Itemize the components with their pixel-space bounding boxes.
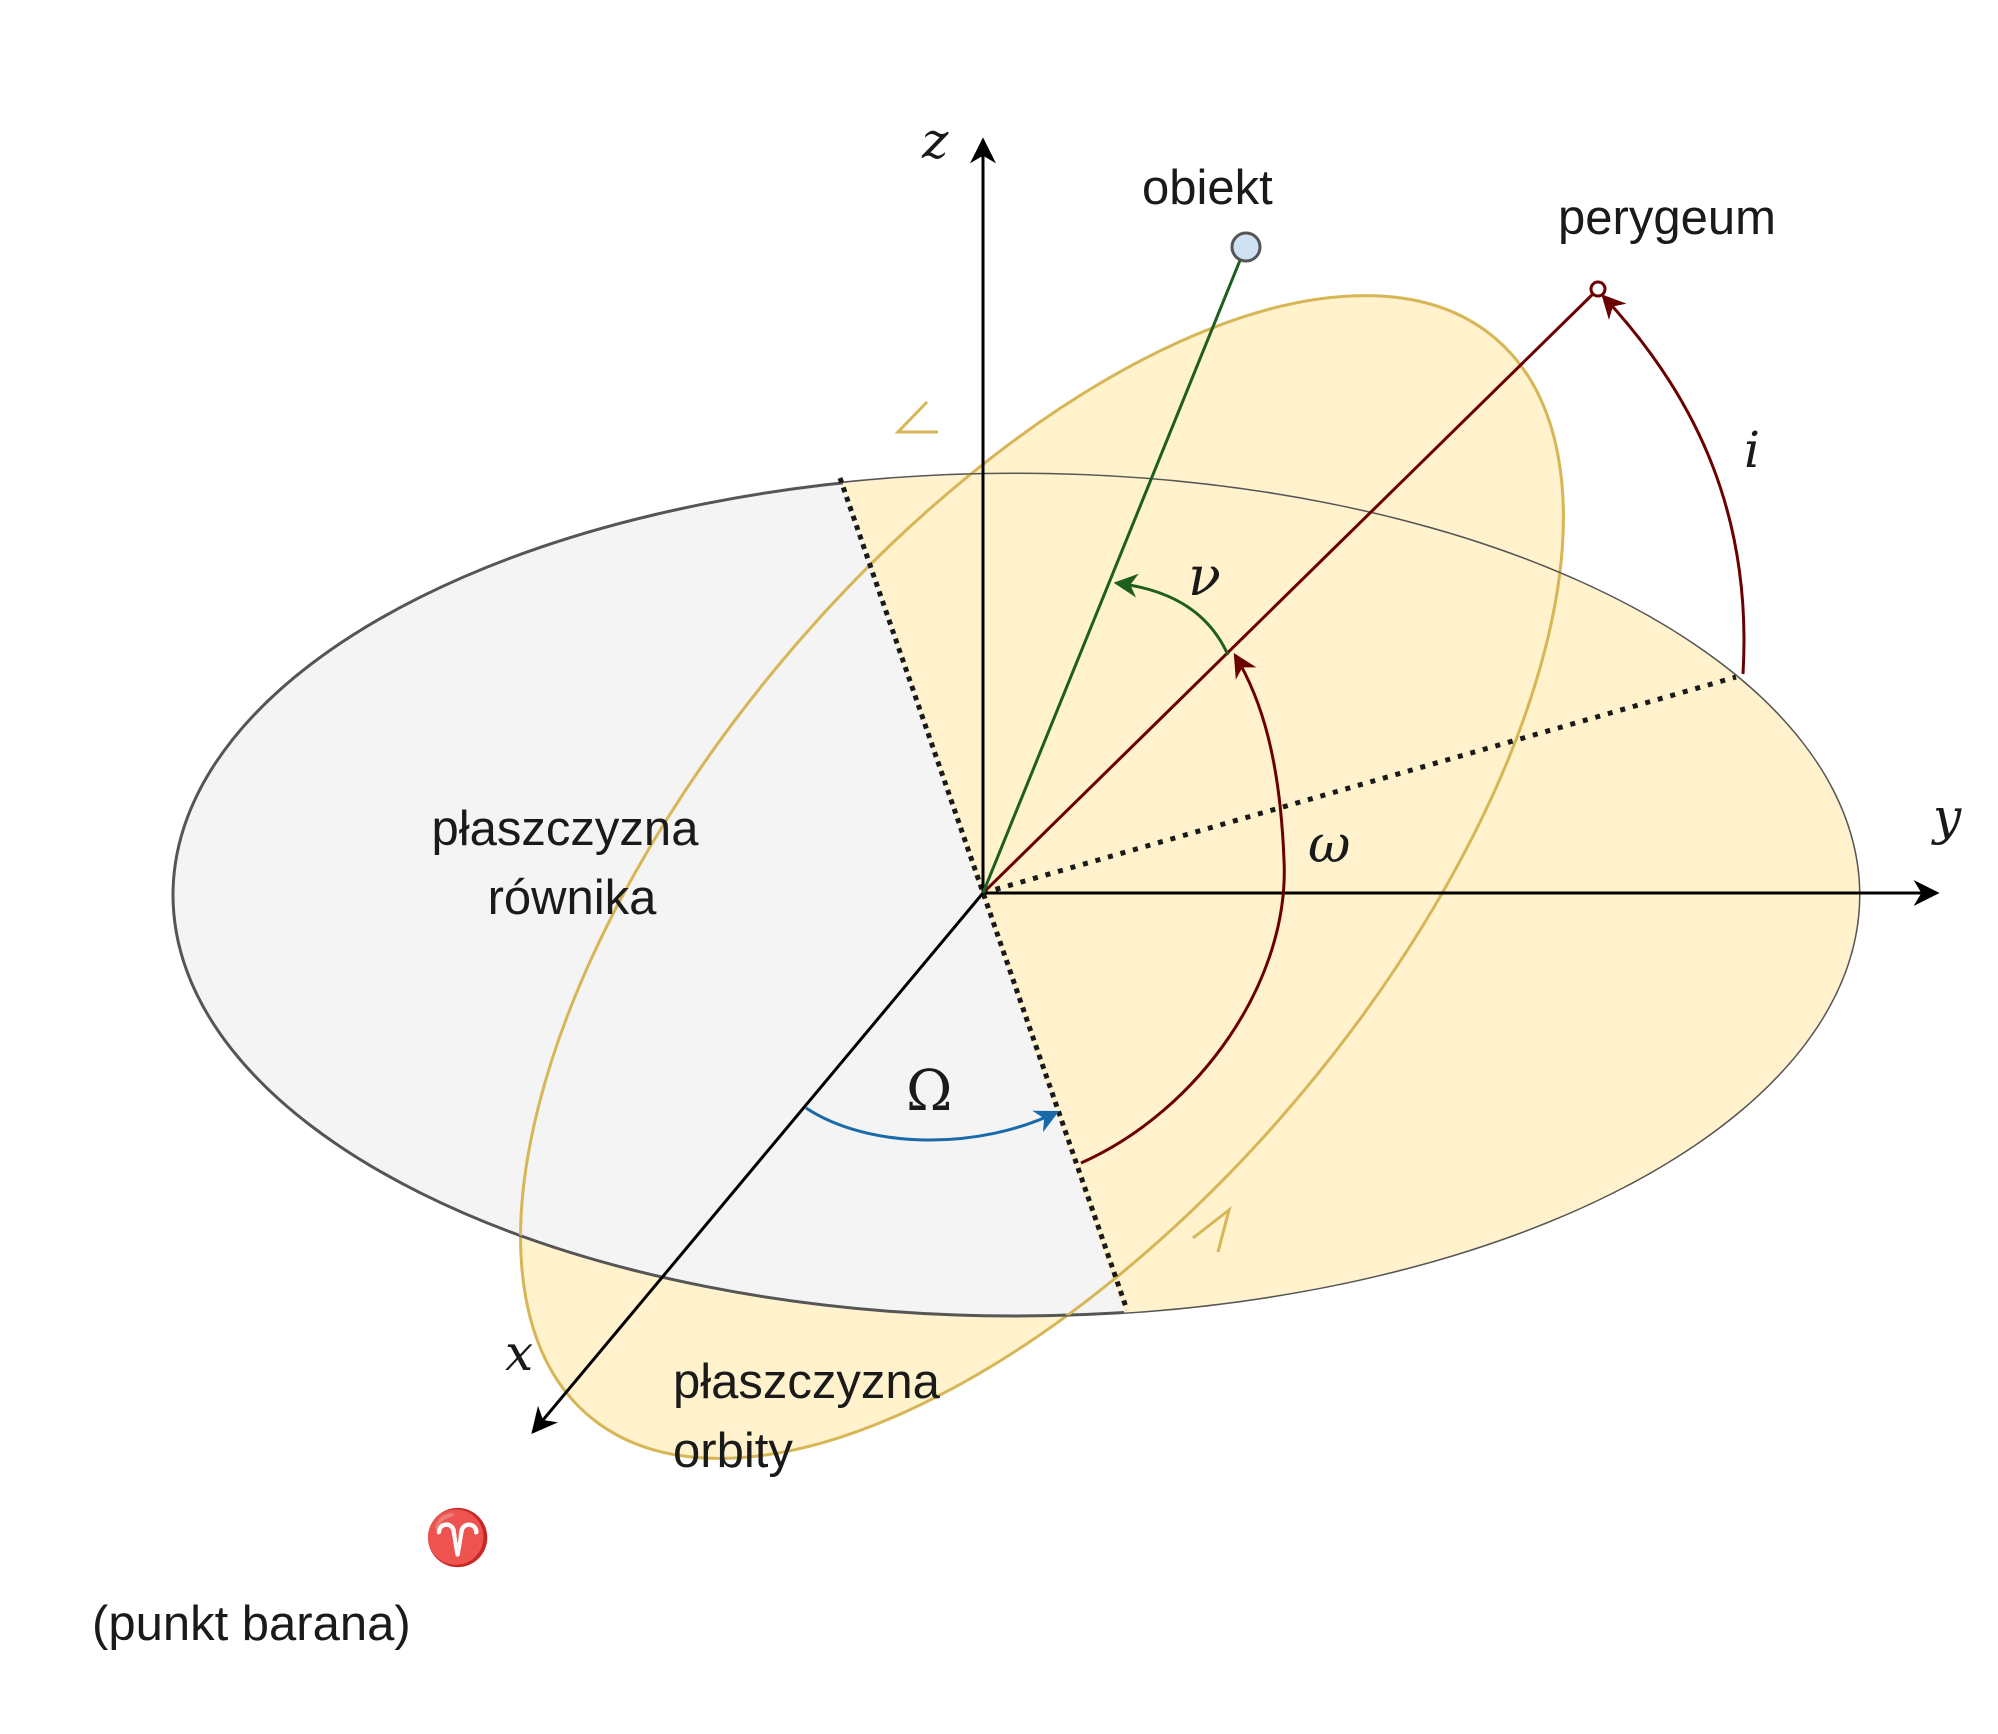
true-anomaly-arc	[1113, 573, 1230, 656]
perigee-line	[981, 289, 1598, 895]
raan-label: Ω	[906, 1059, 952, 1124]
x-axis-label: x	[505, 1324, 533, 1382]
orbit-direction-chevron-bottom	[1192, 1206, 1232, 1253]
object-point	[1230, 231, 1262, 263]
z-axis-label: z	[921, 112, 949, 170]
inclination-arc	[1601, 294, 1746, 675]
inclination-label: i	[1744, 421, 1760, 479]
aries-caption: (punkt barana)	[92, 1597, 411, 1651]
object-label: obiekt	[1142, 161, 1273, 215]
orbit-plane-label-line1: płaszczyzna	[673, 1355, 941, 1409]
raan-arc	[805, 1106, 1060, 1142]
perigee-label: perygeum	[1558, 191, 1776, 245]
object-line	[981, 247, 1247, 894]
aries-symbol: ♈	[424, 1506, 491, 1569]
orbit-direction-chevron-top	[894, 400, 938, 434]
perigee-point	[1589, 280, 1607, 298]
equator-projection-line	[982, 674, 1737, 896]
orbit-plane-label-line2: orbity	[673, 1424, 793, 1478]
equator-plane-label-line2: równika	[488, 871, 658, 925]
equator-plane-label-line1: płaszczyzna	[432, 802, 700, 856]
x-axis	[531, 892, 985, 1434]
arg-perigee-label: ω	[1308, 815, 1350, 875]
arg-perigee-arc	[1080, 652, 1286, 1165]
true-anomaly-label: ν	[1188, 545, 1221, 608]
y-axis-label: y	[1931, 788, 1962, 846]
